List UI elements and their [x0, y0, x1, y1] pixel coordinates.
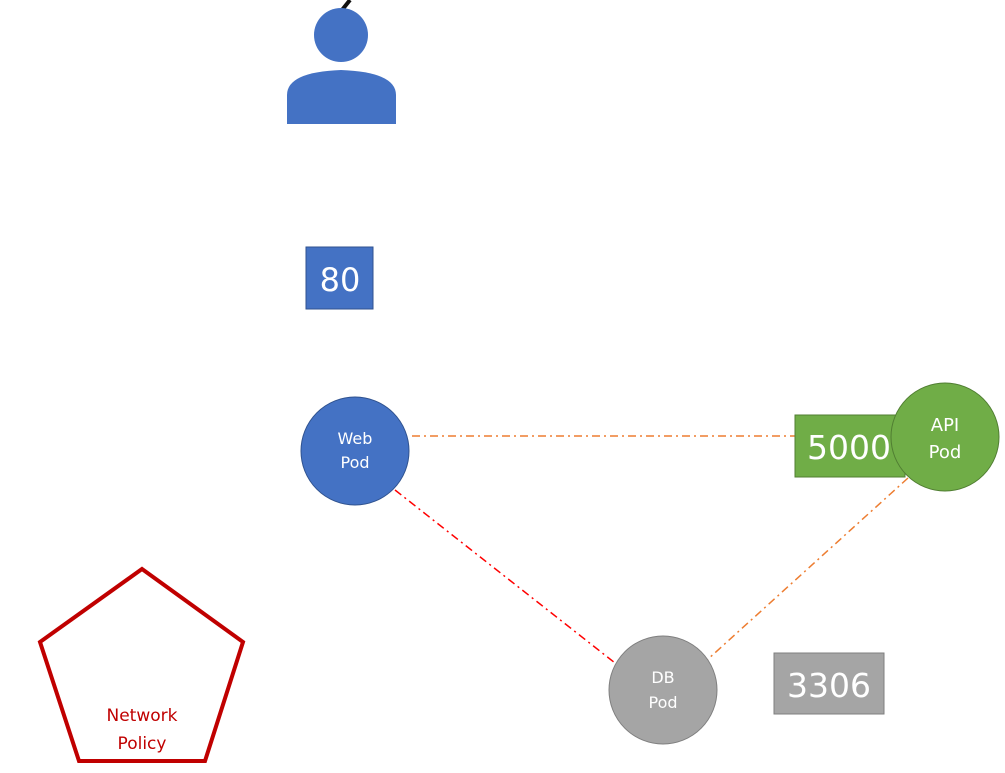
- web-db-connection: [394, 489, 616, 664]
- api-db-connection: [706, 477, 909, 661]
- pod-label: Pod: [648, 693, 677, 712]
- policy-label: Network: [107, 706, 178, 726]
- port-80-box: 80: [305, 246, 374, 310]
- port-label: 3306: [787, 666, 871, 705]
- pod-label: DB: [651, 668, 674, 687]
- port-label: 5000: [807, 428, 891, 467]
- network-policy-pentagon-icon: Network Policy: [37, 566, 246, 763]
- api-pod: API Pod: [890, 382, 1000, 492]
- pod-label: Pod: [929, 442, 962, 463]
- policy-label: Policy: [118, 734, 167, 754]
- port-5000-box: 5000: [794, 414, 906, 478]
- web-pod: Web Pod: [300, 396, 410, 506]
- pod-label: Pod: [340, 453, 369, 472]
- db-pod: DB Pod: [608, 635, 718, 745]
- port-label: 80: [320, 261, 361, 299]
- pod-label: Web: [338, 429, 373, 448]
- port-3306-box: 3306: [773, 652, 885, 715]
- user-icon: [287, 8, 396, 124]
- pod-label: API: [931, 415, 959, 436]
